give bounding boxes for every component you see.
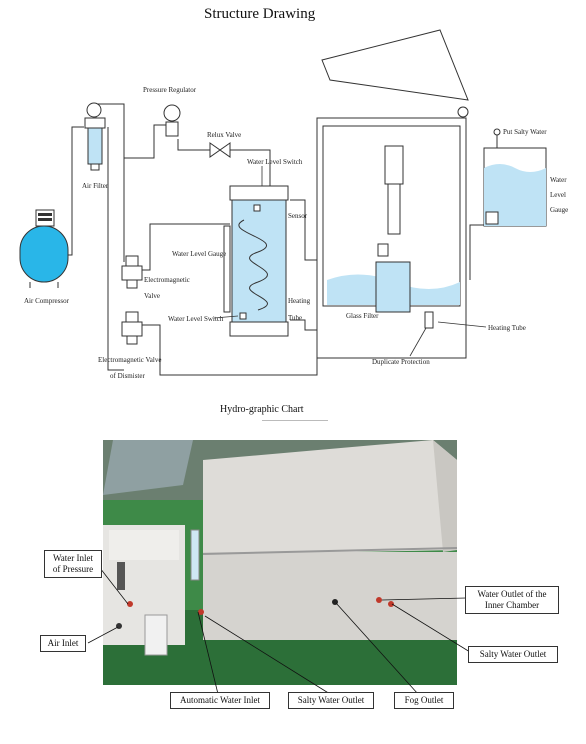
pressure-regulator bbox=[163, 104, 181, 137]
label-air-compressor: Air Compressor bbox=[24, 297, 70, 305]
label-wlg-right-2: Level bbox=[550, 191, 566, 199]
structure-diagram: Air Compressor Air Filter Pressure Regul… bbox=[19, 29, 568, 380]
diagram-caption: Hydro-graphic Chart bbox=[220, 404, 304, 415]
machine-photo bbox=[103, 440, 457, 685]
label-automatic-water-inlet: Automatic Water Inlet bbox=[170, 692, 270, 709]
air-compressor bbox=[19, 209, 69, 288]
water-outlet-line2: Inner Chamber bbox=[484, 600, 540, 610]
label-wlg-right-3: Gauge bbox=[550, 206, 568, 214]
water-inlet-line1: Water Inlet bbox=[52, 553, 93, 563]
label-water-inlet-of-pressure: Water Inlet of Pressure bbox=[44, 550, 102, 578]
electromagnetic-valve-demister bbox=[121, 311, 143, 345]
water-inlet-line2: of Pressure bbox=[52, 564, 94, 574]
label-salty-water-outlet-bottom: Salty Water Outlet bbox=[288, 692, 374, 709]
label-air-filter: Air Filter bbox=[82, 182, 109, 190]
label-em-valve-2: Valve bbox=[144, 292, 160, 300]
label-water-level-switch-bottom: Water Level Switch bbox=[168, 315, 224, 323]
label-water-outlet-inner-chamber: Water Outlet of the Inner Chamber bbox=[465, 586, 559, 614]
label-em-valve-demister-2: of Dismister bbox=[110, 372, 145, 380]
label-wlg-right-1: Water bbox=[550, 176, 567, 184]
test-chamber bbox=[316, 29, 469, 359]
label-sensor: Sensor bbox=[288, 212, 308, 220]
label-put-salty-water: Put Salty Water bbox=[503, 128, 547, 136]
electromagnetic-valve bbox=[121, 255, 143, 289]
label-duplicate-protection: Duplicate Protection bbox=[372, 358, 430, 366]
label-salty-water-outlet-right: Salty Water Outlet bbox=[468, 646, 558, 663]
label-water-level-gauge: Water Level Gauge bbox=[172, 250, 226, 258]
label-air-inlet: Air Inlet bbox=[40, 635, 86, 652]
label-heating-tube-2: Tube bbox=[288, 314, 302, 322]
salty-water-tank bbox=[483, 128, 547, 227]
label-water-level-switch-top: Water Level Switch bbox=[247, 158, 303, 166]
label-glass-filter: Glass Filter bbox=[346, 312, 379, 320]
label-fog-outlet: Fog Outlet bbox=[394, 692, 454, 709]
caption-underline bbox=[262, 420, 328, 421]
diagram-title: Structure Drawing bbox=[204, 6, 316, 22]
label-heating-tube-1: Heating bbox=[288, 297, 311, 305]
saturation-tower bbox=[223, 185, 289, 337]
relux-valve bbox=[209, 142, 231, 158]
label-em-valve-1: Electromagnetic bbox=[144, 276, 190, 284]
water-outlet-line1: Water Outlet of the bbox=[477, 589, 547, 599]
label-relux-valve: Relux Valve bbox=[207, 131, 241, 139]
label-pressure-regulator: Pressure Regulator bbox=[143, 86, 197, 94]
label-em-valve-demister-1: Electromagnetic Valve bbox=[98, 356, 161, 364]
label-heating-tube-right: Heating Tube bbox=[488, 324, 526, 332]
air-filter bbox=[84, 102, 106, 171]
